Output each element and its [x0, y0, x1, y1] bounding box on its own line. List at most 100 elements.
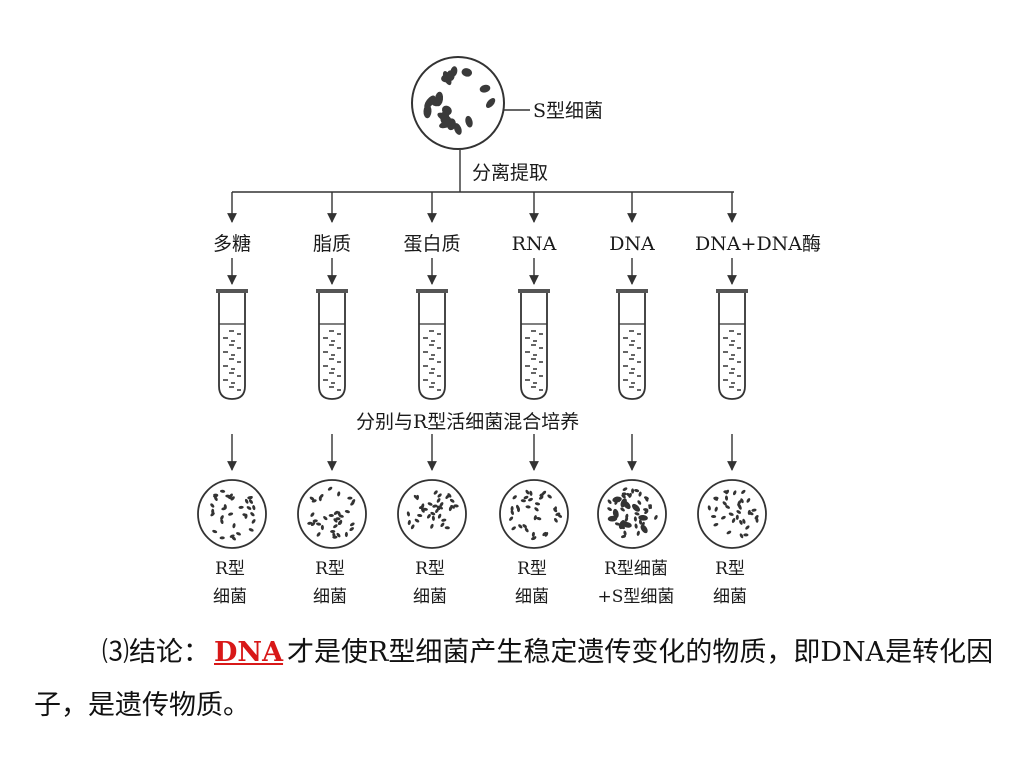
r-bacterium [432, 504, 438, 508]
r-bacterium [220, 489, 226, 493]
r-bacterium [312, 519, 318, 523]
r-bacterium [251, 519, 256, 524]
r-bacterium [228, 512, 234, 516]
r-bacterium [520, 499, 526, 503]
r-bacterium [533, 515, 537, 521]
r-bacterium [633, 516, 637, 522]
r-bacterium [713, 523, 719, 527]
r-bacterium [336, 532, 341, 538]
r-bacterium [236, 532, 241, 536]
tube-body [520, 293, 548, 400]
r-bacterium [707, 505, 711, 511]
r-bacterium [252, 505, 256, 511]
result-label: 细菌 [213, 587, 247, 607]
r-bacterium [725, 489, 730, 495]
r-bacterium [534, 502, 541, 506]
r-bacterium [219, 536, 225, 540]
s-bacterium [439, 120, 453, 129]
r-bacterium [721, 515, 726, 520]
r-culture-dish [697, 479, 767, 549]
tube-rim [316, 289, 348, 293]
r-bacterium [307, 521, 313, 525]
r-bacterium [328, 513, 334, 518]
r-bacterium [309, 496, 315, 501]
r-bacterium [539, 493, 545, 497]
r-bacterium [622, 487, 628, 492]
r-bacterium [725, 505, 730, 509]
result-label: 细菌 [515, 587, 549, 607]
r-bacterium [732, 490, 737, 496]
s-bacterium [485, 98, 496, 108]
r-bacterium [338, 519, 343, 525]
r-bacterium [634, 523, 638, 529]
r-bacterium [511, 526, 516, 531]
r-bacterium [623, 530, 627, 536]
r-bacterium [332, 535, 338, 539]
s-bacterium [632, 503, 640, 512]
r-bacterium [319, 494, 324, 499]
r-bacterium [349, 522, 355, 527]
r-bacterium [417, 513, 423, 518]
separate-label: 分离提取 [472, 162, 548, 184]
r-bacterium [320, 524, 324, 531]
s-bacterium [640, 524, 648, 534]
r-bacterium [210, 503, 215, 508]
conclusion-answer: DNA [214, 637, 284, 668]
r-bacterium [349, 527, 354, 532]
tube-body [318, 293, 346, 400]
r-bacterium [221, 507, 227, 511]
r-bacterium [427, 502, 433, 506]
r-bacterium [736, 510, 742, 514]
r-bacterium [230, 496, 235, 501]
result-label: R型细菌 [604, 559, 668, 579]
s-bacterium [441, 105, 452, 116]
s-bacterium [612, 508, 619, 519]
result-label: +S型细菌 [598, 587, 675, 607]
r-bacterium [731, 518, 736, 523]
r-bacterium [212, 529, 218, 534]
r-bacterium [607, 507, 612, 511]
result-label: 细菌 [413, 587, 447, 607]
r-bacterium [523, 495, 529, 500]
r-bacterium [220, 518, 224, 525]
r-bacterium [441, 518, 447, 522]
result-label: R型 [415, 559, 445, 579]
r-bacterium [614, 522, 621, 526]
r-bacterium [316, 522, 322, 526]
test-tube [518, 289, 550, 400]
s-bacterium [612, 496, 622, 503]
r-bacterium [711, 514, 717, 519]
r-bacterium [414, 518, 420, 523]
r-bacterium [739, 533, 744, 539]
r-bacterium [421, 508, 425, 513]
r-bacterium [528, 497, 533, 502]
r-bacterium [746, 498, 751, 503]
r-bacterium [323, 516, 328, 521]
r-bacterium [250, 512, 255, 517]
r-bacterium [350, 501, 355, 506]
r-bacterium [229, 534, 235, 538]
mixed-culture-dish [597, 479, 667, 549]
tube-rim [416, 289, 448, 293]
r-bacterium [426, 514, 431, 519]
s-bacterium [638, 514, 648, 521]
s-bacterium [623, 500, 631, 510]
r-bacterium [621, 494, 626, 499]
component-label: 蛋白质 [403, 233, 460, 255]
source-label: S型细菌 [533, 100, 603, 122]
r-bacterium [634, 512, 640, 516]
r-bacterium [232, 523, 236, 529]
r-bacterium [741, 489, 746, 494]
component-columns: 多糖R型细菌脂质R型细菌蛋白质R型细菌RNAR型细菌DNAR型细菌+S型细菌DN… [197, 192, 821, 607]
r-bacterium [248, 528, 254, 532]
r-bacterium [525, 489, 530, 495]
r-bacterium [433, 490, 438, 495]
tube-rim [716, 289, 748, 293]
r-bacterium [554, 517, 558, 523]
s-bacterium [461, 68, 473, 77]
r-bacterium [431, 515, 435, 521]
component-column: 蛋白质 R型细菌 [397, 192, 467, 607]
